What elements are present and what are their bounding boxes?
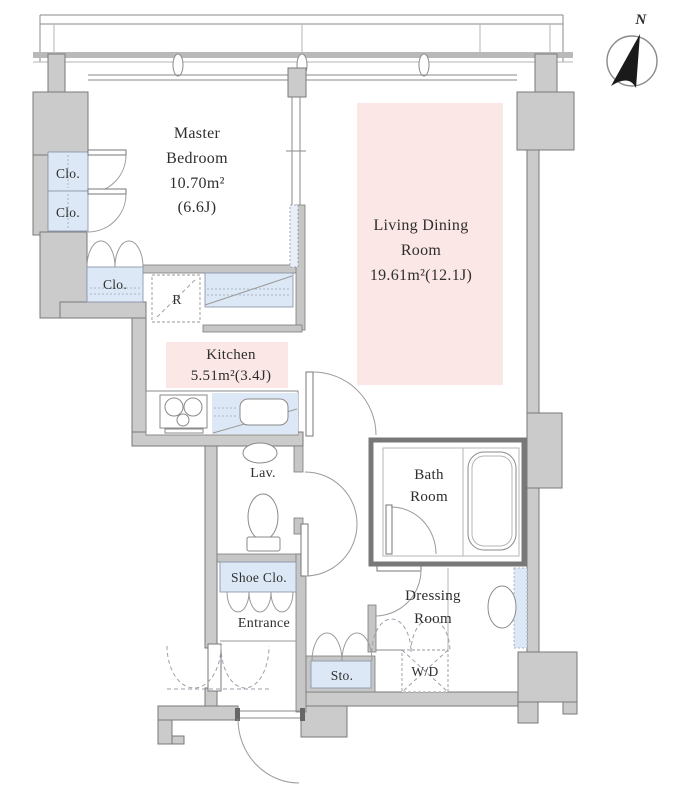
outer-walls: [32, 53, 578, 745]
hall-door-panel: [300, 523, 309, 577]
kitchen-highlight: [166, 342, 288, 388]
refrigerator-space: [151, 274, 201, 323]
closet-3-box: [86, 266, 144, 303]
storage-box: [310, 660, 372, 689]
bath-room-label: Bath Room: [410, 467, 448, 505]
living-dining-label: Living Dining Room 19.61m²(12.1J): [369, 217, 473, 284]
cabinets: [47, 151, 528, 689]
side-door-dashed-arc: [166, 645, 270, 689]
dressing-door-panel: [376, 565, 422, 572]
window-divider-mark: [172, 53, 184, 77]
kitchen-sink: [239, 398, 289, 426]
pocket-door-panel: [289, 204, 299, 268]
sliding-partition: [286, 97, 306, 268]
washer-dryer-space: [401, 649, 449, 693]
doors: [86, 149, 451, 784]
grill: [164, 428, 204, 434]
closet-3-bifold-arc: [86, 240, 144, 268]
closet-3-label: Clo.: [102, 277, 128, 292]
side-door-panel: [207, 643, 222, 692]
toilet-bowl: [247, 493, 279, 541]
bathtub: [467, 451, 517, 551]
toilet-tank: [246, 536, 281, 552]
master-bedroom-label: Master Bedroom 10.70m² (6.6J): [166, 125, 228, 217]
kitchen-label: Kitchen 5.51m²(3.4J): [190, 347, 272, 384]
closet-2-door-arc: [87, 193, 127, 233]
dressing-fixtures: [376, 568, 517, 651]
dressing-door-arc: [374, 569, 422, 617]
bath-door-arc: [390, 506, 437, 555]
door-jamb: [300, 708, 305, 721]
entrance-door-arc: [237, 718, 300, 784]
bath-room: [368, 437, 527, 567]
kitchen-door-arc: [312, 371, 377, 436]
closet-1-label: Clo.: [55, 166, 81, 181]
closet-2-label: Clo.: [55, 205, 81, 220]
shoe-closet-label: Shoe Clo.: [231, 570, 287, 585]
balcony-railing: [33, 14, 573, 77]
door-jamb: [235, 708, 240, 721]
stove: [159, 394, 208, 429]
shoe-closet-folding-arc: [226, 591, 294, 613]
window-divider-mark: [418, 53, 430, 77]
shoe-closet-box: [219, 561, 297, 593]
washer-dryer-label: W/D: [411, 664, 439, 679]
hall-door-arc: [304, 471, 358, 577]
wash-basin: [487, 585, 517, 629]
entrance-label: Entrance: [237, 616, 291, 631]
lavatory-fixtures: [242, 442, 281, 552]
dressing-room-label: Dressing Room: [405, 588, 461, 627]
living-dining-highlight: [357, 103, 503, 385]
north-label: N: [635, 12, 647, 28]
bath-door-panel: [385, 504, 393, 555]
room-highlights: [166, 103, 503, 388]
storage-door-arc: [311, 632, 373, 662]
kitchen-door-panel: [305, 371, 314, 437]
north-windows: [88, 74, 517, 81]
compass-needle: [611, 34, 640, 88]
lav-sink: [242, 442, 278, 464]
kitchen-counter: [145, 390, 299, 436]
storage-label: Sto.: [330, 668, 354, 683]
compass-icon: [606, 34, 658, 88]
lavatory-label: Lav.: [250, 466, 276, 481]
refrigerator-label: R: [172, 292, 182, 307]
